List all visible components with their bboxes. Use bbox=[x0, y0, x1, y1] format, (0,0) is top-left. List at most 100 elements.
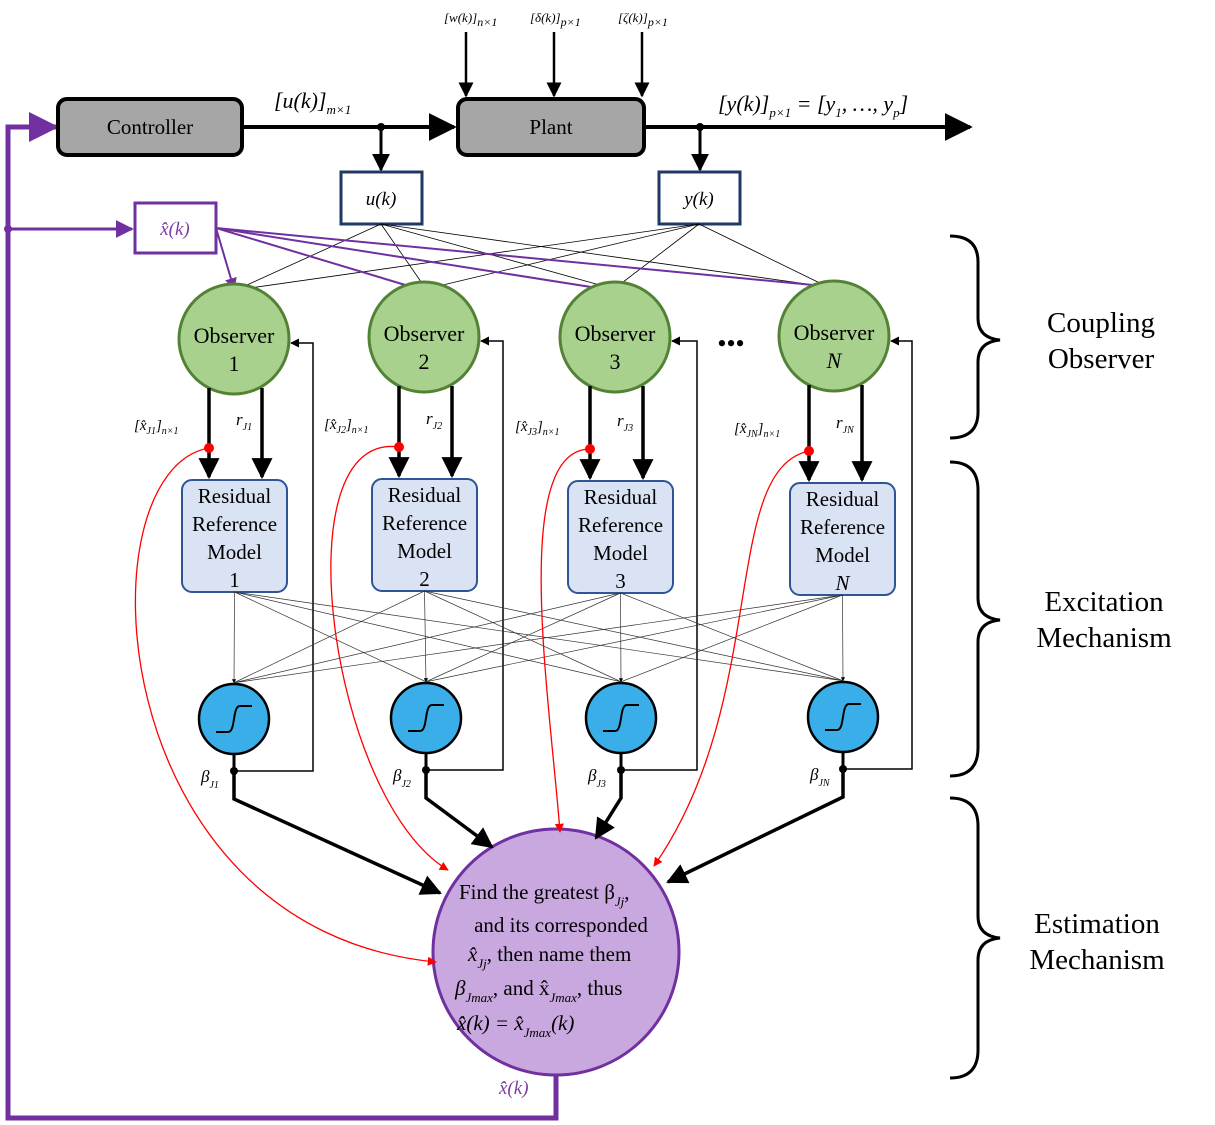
mesh-line bbox=[425, 592, 621, 683]
observer-index: 3 bbox=[610, 349, 621, 374]
xhat-to-estimator-curve bbox=[134, 447, 437, 966]
sigmoid-icon bbox=[603, 704, 639, 732]
beta-to-estimator-arrow bbox=[424, 770, 494, 849]
observer-node[interactable] bbox=[558, 280, 672, 394]
estimator-line-1: Find the greatest βJj, bbox=[459, 880, 630, 909]
estimation-label-2: Mechanism bbox=[1029, 944, 1165, 976]
control-loop: Controller Plant [w(k)]n×1 [δ(k)]p×1 [ζ(… bbox=[4, 10, 973, 1121]
beta-feedback-line bbox=[234, 338, 314, 772]
sigmoid-icon bbox=[408, 704, 444, 732]
residual-label: rJ3 bbox=[617, 411, 633, 434]
beta-label: βJN bbox=[809, 765, 831, 789]
residual-label: rJ2 bbox=[426, 409, 442, 432]
xhat-to-estimator bbox=[134, 446, 810, 966]
mesh-line bbox=[840, 594, 846, 682]
brace-estimation bbox=[949, 796, 1001, 1080]
rrm-label-line: Model bbox=[397, 539, 452, 563]
feedback-line bbox=[5, 112, 559, 1121]
observer-node[interactable] bbox=[367, 280, 481, 394]
rrm-label-line: Residual bbox=[198, 484, 272, 508]
control-signal-label: [u(k)]m×1 bbox=[274, 88, 351, 117]
xhat-to-estimator-curve bbox=[330, 446, 449, 871]
mesh-line bbox=[424, 590, 845, 682]
mesh-line bbox=[234, 591, 623, 683]
rrm-label-line: Residual bbox=[388, 483, 462, 507]
y-measure-label: y(k) bbox=[682, 189, 714, 210]
observer-node[interactable] bbox=[777, 279, 891, 393]
estimator-line-3: x̂Jj, then name them bbox=[467, 942, 631, 971]
beta-to-estimator-arrow bbox=[232, 771, 442, 895]
mesh-line bbox=[231, 591, 237, 684]
xhat-label: [x̂J1]n×1 bbox=[134, 418, 179, 437]
mesh-line bbox=[423, 590, 429, 683]
excitation-label-1: Excitation bbox=[1044, 586, 1164, 618]
observer-column-2: Observer 2 [x̂J2]n×1 rJ2ResidualReferenceMo… bbox=[324, 280, 504, 790]
xhat-estimate-label: x̂̂(k) bbox=[159, 219, 190, 240]
mesh-line bbox=[620, 592, 844, 682]
mesh-line bbox=[424, 590, 622, 683]
beta-feedback-line bbox=[621, 336, 698, 771]
rrm-label-line: N bbox=[834, 571, 850, 595]
rrm-label-line: Reference bbox=[578, 513, 663, 537]
observer-title: Observer bbox=[575, 321, 656, 346]
beta-label: βJ3 bbox=[587, 766, 606, 790]
residual-label: rJN bbox=[836, 413, 855, 436]
rrm-label-line: Model bbox=[815, 543, 870, 567]
estimation-block: Find the greatest βJj, and its correspon… bbox=[431, 827, 681, 1077]
observer-columns: Observer1[x̂J1]n×1rJ1ResidualReferenceMo… bbox=[134, 279, 913, 791]
brace-excitation bbox=[949, 460, 1001, 778]
excitation-label-2: Mechanism bbox=[1036, 622, 1172, 654]
brace-coupling bbox=[949, 234, 1001, 440]
beta-to-estimator-arrow bbox=[594, 770, 623, 840]
estimator-line-2: and its corresponded bbox=[474, 913, 648, 937]
observer-title: Observer bbox=[384, 321, 465, 346]
y-measure-box[interactable] bbox=[657, 170, 742, 226]
u-measure-box[interactable] bbox=[339, 170, 424, 226]
w-label: [w(k)]n×1 bbox=[444, 10, 497, 29]
observer-column-1: Observer1[x̂J1]n×1rJ1ResidualReferenceMo… bbox=[134, 282, 314, 791]
mesh-line bbox=[424, 594, 843, 683]
rrm-label-line: Model bbox=[207, 540, 262, 564]
delta-label: [δ(k)]p×1 bbox=[530, 10, 581, 29]
beta-to-estimator-arrow bbox=[666, 769, 845, 884]
rrm-label-line: Reference bbox=[382, 511, 467, 535]
observer-index: 2 bbox=[419, 349, 430, 374]
rrm-label-line: 3 bbox=[615, 569, 626, 593]
mesh-line bbox=[618, 592, 624, 683]
mesh-line bbox=[234, 591, 427, 683]
sigmoid-icon bbox=[825, 703, 861, 731]
xhat-estimate-box[interactable] bbox=[133, 201, 218, 255]
rrm-label-line: Model bbox=[593, 541, 648, 565]
observer-title: Observer bbox=[194, 323, 275, 348]
u-measure-label: u(k) bbox=[366, 189, 397, 210]
beta-to-estimator bbox=[232, 769, 845, 895]
mesh-line bbox=[620, 594, 843, 683]
estimator-line-5: x̂̂(k) = x̂Jmax(k) bbox=[456, 1011, 574, 1040]
coupling-label-1: Coupling bbox=[1047, 307, 1155, 339]
residual-label: rJ1 bbox=[236, 410, 252, 433]
section-braces bbox=[949, 234, 1001, 1080]
xhat-feedback-label: x̂̂(k) bbox=[498, 1078, 529, 1099]
estimator-line-4: βJmax, and x̂Jmax, thus bbox=[454, 976, 622, 1005]
plant-label: Plant bbox=[529, 115, 572, 139]
xhat-label: [x̂J3]n×1 bbox=[515, 419, 560, 438]
controller-label: Controller bbox=[107, 115, 193, 139]
xhat-label: [x̂J2]n×1 bbox=[324, 417, 369, 436]
beta-label: βJ2 bbox=[392, 766, 411, 790]
mesh-line bbox=[233, 590, 425, 684]
xhat-label: [x̂JN]n×1 bbox=[734, 421, 780, 440]
observer-node[interactable] bbox=[177, 282, 291, 396]
rrm-label-line: Reference bbox=[800, 515, 885, 539]
rrm-label-line: Reference bbox=[192, 512, 277, 536]
estimation-label-1: Estimation bbox=[1034, 908, 1160, 940]
zeta-label: [ζ(k)]p×1 bbox=[618, 10, 668, 29]
observer-index: N bbox=[826, 348, 843, 373]
sigmoid-icon bbox=[216, 705, 252, 733]
beta-label: βJ1 bbox=[200, 767, 219, 791]
rrm-label-line: Residual bbox=[806, 487, 880, 511]
observer-title: Observer bbox=[794, 320, 875, 345]
xhat-to-estimator-curve bbox=[653, 450, 810, 867]
beta-feedback-line bbox=[843, 336, 913, 770]
rrm-label-line: 2 bbox=[419, 567, 430, 591]
